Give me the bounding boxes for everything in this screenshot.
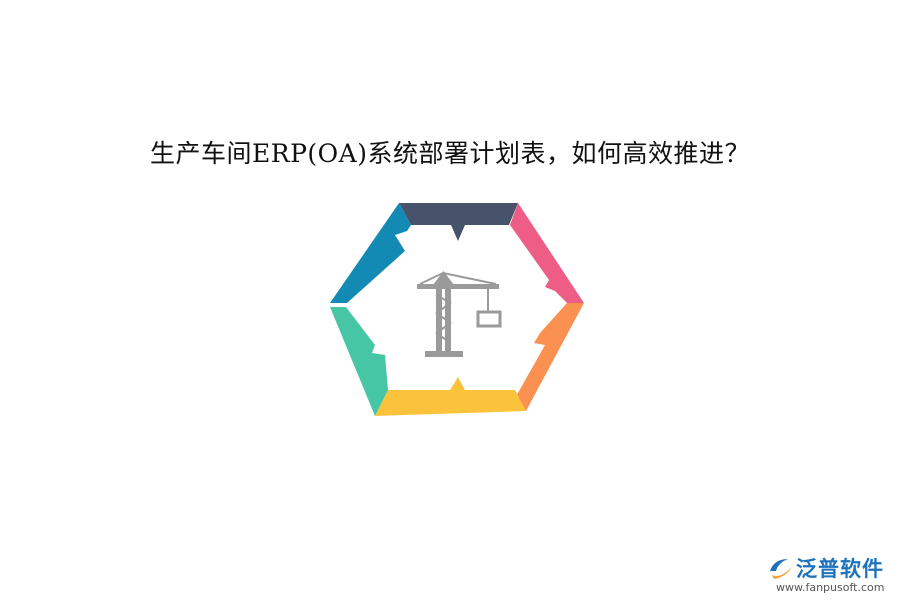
- brand-url: www.fanpusoft.com: [776, 581, 885, 594]
- brand-watermark: 泛普软件 www.fanpusoft.com: [766, 551, 896, 597]
- tower-crane-icon: [417, 271, 502, 357]
- segment-bottom: [375, 377, 526, 416]
- segment-upper-left: [330, 203, 411, 303]
- brand-name: 泛普软件: [796, 557, 884, 581]
- hexagon-cycle-diagram: [320, 195, 590, 425]
- fanpu-logo-icon: [770, 559, 792, 579]
- segment-top: [399, 203, 518, 241]
- page-title: 生产车间ERP(OA)系统部署计划表，如何高效推进？: [150, 139, 750, 168]
- segment-upper-right: [510, 203, 584, 303]
- segment-lower-left: [330, 307, 388, 416]
- segment-lower-right: [514, 303, 584, 411]
